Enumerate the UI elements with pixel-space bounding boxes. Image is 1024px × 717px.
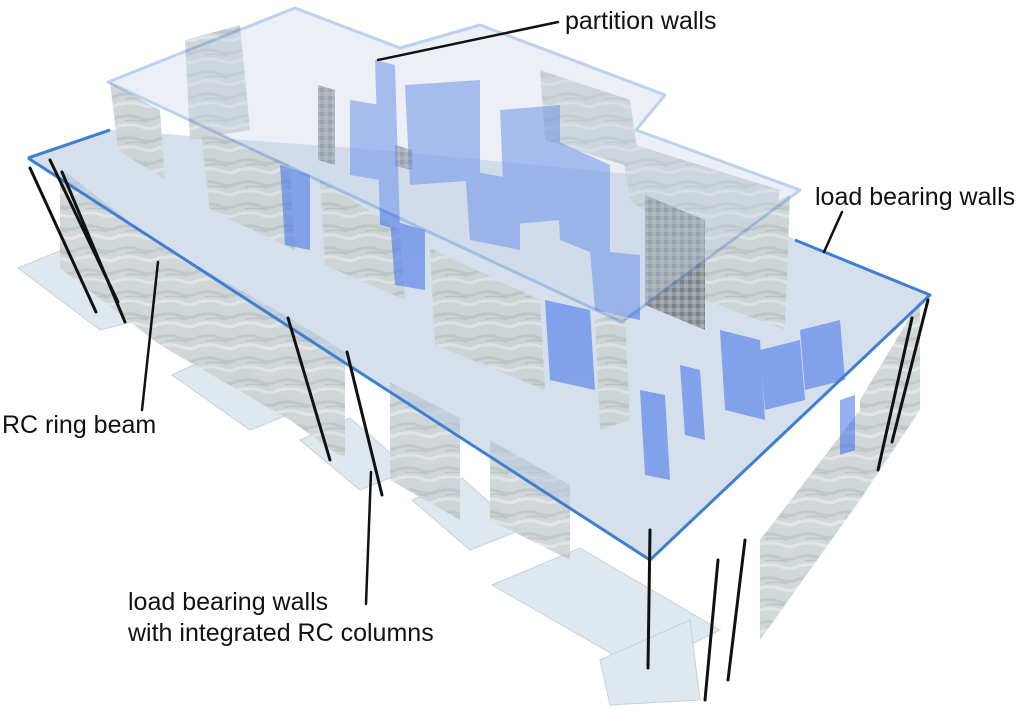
partition-wall	[555, 140, 610, 260]
upper-floor-roof	[106, 6, 802, 324]
partition-wall	[590, 250, 640, 320]
leader-lines	[140, 20, 844, 606]
rc-column	[286, 316, 332, 462]
masonry-wall	[595, 310, 630, 430]
partition-wall	[680, 365, 705, 440]
masonry-wall	[760, 410, 860, 640]
partition-wall	[280, 165, 310, 250]
load-bearing-walls-columns-label-line1: load bearing walls	[128, 588, 329, 616]
foundation-strip	[599, 619, 701, 706]
partition-wall	[720, 330, 765, 420]
rc-column	[876, 316, 914, 472]
partition-wall	[640, 390, 670, 480]
rc-column	[703, 558, 720, 702]
upper-floor-walls	[110, 25, 790, 430]
masonry-wall	[320, 180, 405, 300]
rc-column	[890, 298, 930, 444]
partition-wall	[390, 220, 425, 290]
masonry-wall	[200, 125, 295, 250]
partition-walls-leader	[376, 20, 560, 62]
partition-wall	[545, 300, 595, 390]
dark-walls	[318, 85, 705, 330]
partition-wall	[405, 80, 480, 185]
rc-column	[726, 538, 747, 682]
partition-wall	[800, 320, 845, 390]
ring-beam-leader	[140, 260, 160, 412]
rc-column	[646, 528, 652, 670]
masonry-wall	[700, 195, 790, 330]
rc-column	[28, 166, 98, 314]
partition-wall	[760, 340, 805, 410]
rc-columns	[28, 158, 930, 702]
partition-wall	[350, 100, 380, 180]
masonry-wall	[110, 82, 165, 180]
partition-walls-label: partition walls	[565, 7, 717, 35]
rc-ring-beam-label: RC ring beam	[2, 411, 157, 439]
load-bearing-walls-label: load bearing walls	[815, 183, 1016, 211]
rc-column	[60, 170, 127, 324]
masonry-wall	[60, 168, 160, 345]
rc-column	[345, 350, 384, 497]
partition-wall	[840, 395, 855, 455]
rc-ring-beam-edge	[27, 128, 932, 562]
masonry-wall	[160, 245, 290, 420]
load-bearing-walls-columns-label-line2: with integrated RC columns	[128, 619, 434, 647]
load-bearing-walls-leader	[822, 210, 844, 254]
columns-leader	[364, 470, 373, 606]
partition-walls	[280, 60, 855, 480]
partition-wall	[465, 170, 520, 250]
masonry-wall	[185, 25, 250, 140]
masonry-wall	[430, 248, 545, 390]
partition-wall	[375, 60, 400, 230]
